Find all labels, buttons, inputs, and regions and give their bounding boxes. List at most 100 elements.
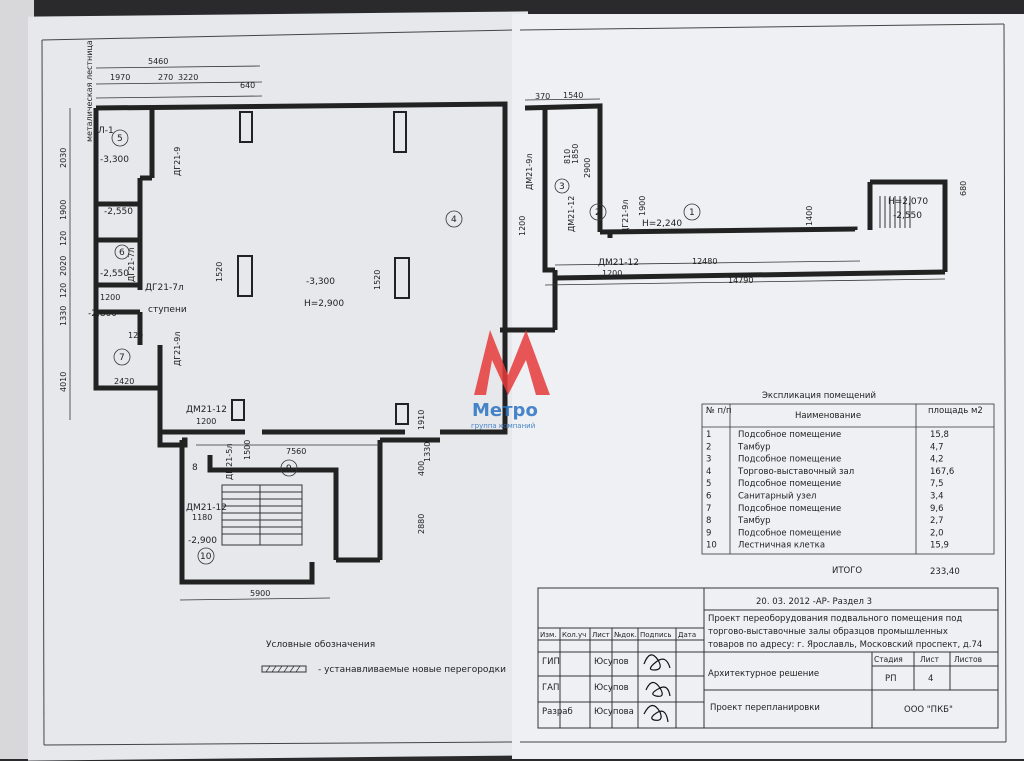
- expl-row-name: Санитарный узел: [738, 492, 817, 502]
- door-dm21-12-a: ДМ21-12: [186, 405, 227, 415]
- tb-stage: РП: [885, 674, 897, 684]
- legend-text: - устанавливаемые новые перегородки: [318, 665, 506, 675]
- level-room5: -3,300: [100, 155, 129, 165]
- expl-total-value: 233,40: [930, 567, 960, 577]
- tb-name-razrab: Юсупова: [594, 707, 634, 717]
- metro-logo: Метро группа компаний: [471, 330, 550, 430]
- expl-header-area: площадь м2: [928, 406, 983, 416]
- door-dm21-12-c: ДМ21-12: [598, 258, 639, 268]
- expl-row-n: 1: [706, 430, 711, 440]
- project-line-1: Проект переоборудования подвального поме…: [708, 614, 962, 624]
- expl-row-area: 15,9: [930, 541, 949, 551]
- height-main: H=2,900: [304, 299, 344, 309]
- dim-l-b: 1900: [59, 200, 68, 220]
- tb-header-list: Лист: [592, 631, 610, 639]
- dim-b-f: 2880: [417, 514, 426, 534]
- dim-col-a: 1520: [215, 262, 224, 282]
- expl-row-area: 3,4: [930, 492, 944, 502]
- dim-l-g: 4010: [59, 372, 68, 392]
- expl-row-area: 2,7: [930, 516, 944, 526]
- logo-brand: Метро: [472, 400, 538, 421]
- signatures: [643, 654, 671, 723]
- expl-row-n: 10: [706, 541, 717, 551]
- project-line-3: товаров по адресу: г. Ярославль, Московс…: [708, 640, 982, 650]
- expl-row-name: Подсобное помещение: [738, 430, 841, 440]
- dim-top-total: 5460: [148, 57, 168, 66]
- expl-row-n: 4: [706, 467, 711, 477]
- dim-r-l: 14790: [728, 276, 753, 285]
- dim-l-a: 2030: [59, 148, 68, 168]
- metal-stair-label: металическая лестница: [85, 40, 94, 142]
- legend-title: Условные обозначения: [266, 640, 375, 650]
- expl-header-num: № п/п: [706, 406, 732, 416]
- expl-total-label: ИТОГО: [832, 566, 862, 576]
- dim-d-d: 2420: [114, 377, 134, 386]
- room-10: 10: [200, 552, 212, 562]
- tb-name-gip: Юсупов: [594, 657, 629, 667]
- expl-row-n: 7: [706, 504, 711, 514]
- height-right: H=2,070: [888, 197, 928, 207]
- expl-row-n: 8: [706, 516, 711, 526]
- level-room6: -2,550: [100, 269, 129, 279]
- dim-d-b: 1200: [196, 417, 216, 426]
- height-room1: H=2,240: [642, 219, 682, 229]
- dim-b-e: 1330: [423, 442, 432, 462]
- door-dg21-9l: ДГ21-9л: [173, 332, 182, 366]
- dim-b-d: 400: [417, 461, 426, 476]
- tb-listov-header: Листов: [954, 655, 982, 664]
- dim-l-c: 120: [59, 231, 68, 246]
- tb-section: Архитектурное решение: [708, 669, 819, 679]
- level-main: -3,300: [306, 277, 335, 287]
- dim-d-a: 1200: [100, 293, 120, 302]
- room-5: 5: [117, 134, 123, 144]
- logo-sub: группа компаний: [471, 422, 535, 430]
- dim-top-d: 640: [240, 81, 255, 90]
- dim-r-k: 12480: [692, 257, 717, 266]
- dim-l-e: 120: [59, 283, 68, 298]
- door-dg21-7l-b: ДГ21-7л: [127, 248, 136, 282]
- dim-r-d: 1850: [571, 144, 580, 164]
- door-dm21-9l-a: ДМ21-9л: [525, 154, 534, 190]
- dim-r-g: 1900: [638, 196, 647, 216]
- explication-title: Экспликация помещений: [762, 391, 876, 401]
- dim-r-b: 1540: [563, 91, 583, 100]
- expl-row-n: 9: [706, 528, 711, 538]
- door-dm21-12-d: ДМ21-12: [567, 196, 576, 232]
- expl-row-n: 6: [706, 492, 711, 502]
- tb-role-gip: ГИП: [542, 657, 560, 667]
- tb-drawing: Проект перепланировки: [710, 703, 820, 713]
- expl-row-name: Подсобное помещение: [738, 504, 841, 514]
- level-right: -2,550: [893, 211, 922, 221]
- door-l1: Л-1: [98, 126, 114, 136]
- dim-b-b: 7560: [286, 447, 306, 456]
- room-4: 4: [451, 215, 457, 225]
- tb-role-gap: ГАП: [542, 683, 559, 693]
- expl-header-name: Наименование: [795, 411, 861, 421]
- dim-b-c: 1910: [417, 410, 426, 430]
- door-dm21-9l-b: ДМ21-5л: [225, 444, 234, 480]
- expl-row-area: 4,7: [930, 442, 944, 452]
- dim-b-i: 1500: [243, 440, 252, 460]
- expl-row-n: 2: [706, 442, 711, 452]
- dim-r-h: 1400: [805, 206, 814, 226]
- expl-row-area: 167,6: [930, 467, 954, 477]
- door-dg21-7l-a: ДГ21-7л: [145, 283, 184, 293]
- room-1: 1: [689, 208, 695, 218]
- tb-header-sign: Подпись: [640, 631, 672, 639]
- dim-r-e: 2900: [583, 158, 592, 178]
- right-sheet: [512, 14, 1024, 759]
- tb-stage-header: Стадия: [874, 655, 903, 664]
- level-a: -2,550: [104, 207, 133, 217]
- tb-header-koluch: Кол.уч: [562, 631, 586, 639]
- dim-l-f: 1330: [59, 306, 68, 326]
- expl-row-name: Торгово-выставочный зал: [737, 467, 854, 477]
- room-7: 7: [119, 353, 125, 363]
- room-9: 9: [286, 464, 292, 474]
- level-b: -2,800: [88, 309, 117, 319]
- dim-top-b: 270: [158, 73, 173, 82]
- dim-r-j: 1200: [602, 269, 622, 278]
- project-line-2: торгово-выставочные залы образцов промыш…: [708, 627, 948, 637]
- tb-sheet: 4: [928, 674, 933, 684]
- expl-row-area: 2,0: [930, 528, 944, 538]
